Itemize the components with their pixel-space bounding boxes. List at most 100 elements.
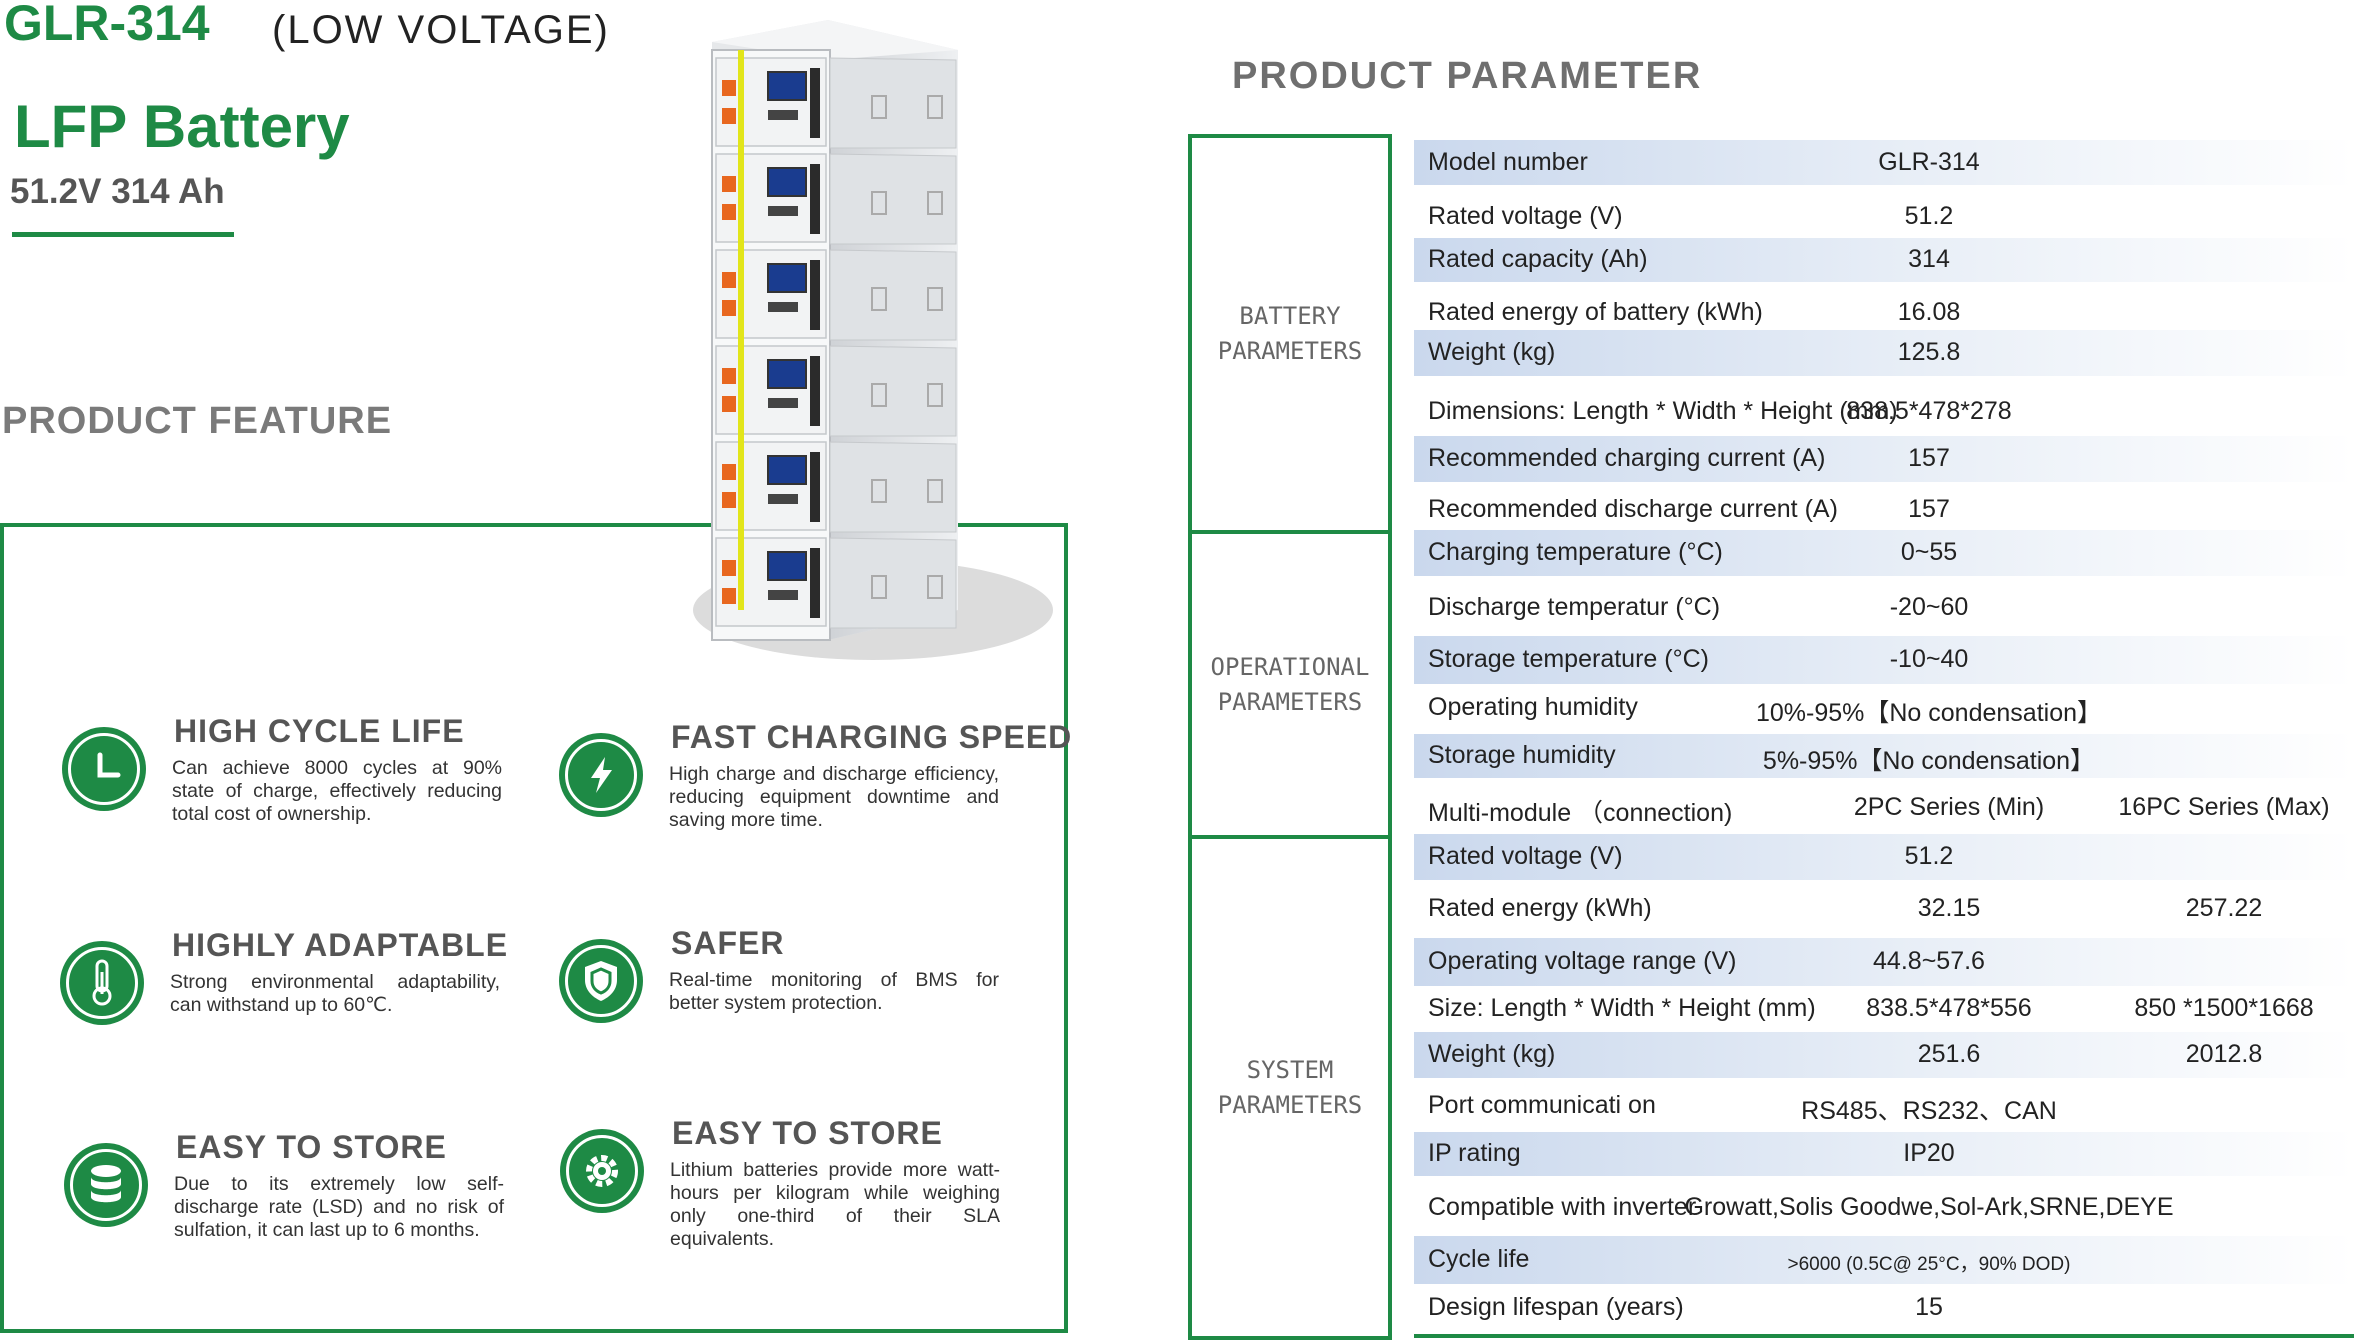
parameter-value: 157	[1908, 495, 1950, 523]
parameter-name: Storage humidity	[1428, 741, 1616, 769]
gear-icon	[560, 1129, 644, 1213]
parameter-name: Rated voltage (V)	[1428, 202, 1623, 230]
parameter-name: Recommended charging current (A)	[1428, 444, 1826, 472]
parameter-value-min: 32.15	[1917, 894, 1981, 922]
spec-underline	[12, 232, 234, 237]
parameter-value: 44.8~57.6	[1873, 947, 1985, 975]
feature-title: HIGHLY ADAPTABLE	[172, 927, 509, 963]
parameter-value: RS485、RS232、CAN	[1801, 1097, 2057, 1125]
parameter-row: Design lifespan (years) 15	[1414, 1286, 2354, 1330]
parameter-name: Compatible with inverter	[1428, 1193, 1697, 1221]
parameter-row: Charging temperature (°C) 0~55	[1414, 530, 2354, 576]
parameter-row: Port communicati on RS485、RS232、CAN	[1414, 1084, 2354, 1128]
parameter-value: IP20	[1903, 1139, 1955, 1167]
parameter-row: Recommended discharge current (A) 157	[1414, 490, 2354, 530]
parameter-name: Operating voltage range (V)	[1428, 947, 1737, 975]
voltage-note: (LOW VOLTAGE)	[272, 8, 610, 52]
parameter-row: Discharge temperatur (°C) -20~60	[1414, 586, 2354, 630]
lightning-icon	[559, 733, 643, 817]
parameter-row: Storage humidity 5%-95%【No condensation】	[1414, 734, 2354, 778]
parameter-name: Cycle life	[1428, 1245, 1530, 1273]
shield-icon	[559, 939, 643, 1023]
battery-type-title: LFP Battery	[14, 93, 350, 160]
parameter-row: Rated voltage (V) 51.2	[1414, 196, 2354, 238]
parameter-name: Port communicati on	[1428, 1091, 1656, 1119]
parameter-name: IP rating	[1428, 1139, 1521, 1167]
parameter-value: 5%-95%【No condensation】	[1762, 747, 2096, 775]
parameter-row: Weight (kg) 125.8	[1414, 330, 2354, 376]
parameter-value: -10~40	[1889, 645, 1969, 673]
parameter-row: Multi-module （connection) 2PC Series (Min…	[1414, 786, 2354, 830]
parameter-row: Storage temperature (°C) -10~40	[1414, 636, 2354, 684]
feature-desc: Due to its extremely low self-discharge …	[174, 1173, 504, 1241]
feature-title: EASY TO STORE	[176, 1129, 447, 1165]
parameter-row: Weight (kg) 251.6 2012.8	[1414, 1032, 2354, 1078]
parameter-value: 51.2	[1904, 842, 1954, 870]
parameter-value: 838.5*478*278	[1846, 397, 2012, 425]
feature-heading: PRODUCT FEATURE	[2, 400, 393, 442]
parameter-value-max: 257.22	[2185, 894, 2263, 922]
feature-desc: Strong environmental adaptability, can w…	[170, 971, 500, 1016]
parameter-value: Growatt,Solis Goodwe,Sol-Ark,SRNE,DEYE	[1684, 1193, 2174, 1221]
parameter-value-max: 850 *1500*1668	[2134, 994, 2314, 1022]
parameter-row: Cycle life >6000 (0.5C@ 25°C，90% DOD)	[1414, 1236, 2354, 1284]
parameter-name: Rated capacity (Ah)	[1428, 245, 1648, 273]
parameter-name: Recommended discharge current (A)	[1428, 495, 1838, 523]
feature-desc: High charge and discharge efficiency, re…	[669, 763, 999, 831]
parameter-value: GLR-314	[1878, 148, 1980, 176]
parameter-value: 0~55	[1900, 538, 1958, 566]
parameter-name: Multi-module （connection)	[1428, 799, 1733, 827]
parameter-heading: PRODUCT PARAMETER	[1232, 55, 1703, 97]
parameter-value-max: 2012.8	[2185, 1040, 2263, 1068]
table-bottom-line	[1414, 1334, 2354, 1338]
parameter-value: -20~60	[1889, 593, 1969, 621]
parameter-name: Size: Length * Width * Height (mm)	[1428, 994, 1816, 1022]
parameter-row: Model number GLR-314	[1414, 140, 2354, 185]
parameter-name: Model number	[1428, 148, 1588, 176]
parameter-name: Operating humidity	[1428, 693, 1638, 721]
feature-desc: Real-time monitoring of BMS for better s…	[669, 969, 999, 1014]
parameter-value: >6000 (0.5C@ 25°C，90% DOD)	[1787, 1254, 2071, 1275]
parameter-row: Size: Length * Width * Height (mm)838.5*…	[1414, 986, 2354, 1032]
battery-rack-image	[693, 20, 1053, 660]
parameter-name: Discharge temperatur (°C)	[1428, 593, 1721, 621]
parameter-row: Recommended charging current (A) 157	[1414, 436, 2354, 482]
feature-desc: Lithium batteries provide more watt-hour…	[670, 1159, 1000, 1250]
parameter-name: Dimensions: Length * Width * Height (mm)	[1428, 397, 1898, 425]
parameter-value: 51.2	[1904, 202, 1954, 230]
parameter-row: Operating voltage range (V) 44.8~57.6	[1414, 938, 2354, 986]
parameter-row: Rated voltage (V) 51.2	[1414, 834, 2354, 880]
feature-title: SAFER	[671, 925, 785, 961]
parameter-name: Storage temperature (°C)	[1428, 645, 1709, 673]
parameter-name: Rated energy of battery (kWh)	[1428, 298, 1763, 326]
parameter-value-min: 251.6	[1917, 1040, 1981, 1068]
parameter-value: 16.08	[1897, 298, 1961, 326]
parameter-value: 15	[1915, 1293, 1943, 1321]
feature-title: HIGH CYCLE LIFE	[174, 713, 465, 749]
feature-box: HIGH CYCLE LIFE Can achieve 8000 cycles …	[0, 523, 1071, 1333]
parameter-row: Operating humidity 10%-95%【No condensatio…	[1414, 686, 2354, 730]
parameter-row: Rated energy of battery (kWh) 16.08	[1414, 296, 2354, 330]
parameter-value: 157	[1908, 444, 1950, 472]
parameter-value-min: 2PC Series (Min)	[1853, 793, 2045, 821]
parameter-name: Charging temperature (°C)	[1428, 538, 1723, 566]
parameter-name: Rated voltage (V)	[1428, 842, 1623, 870]
clock-icon	[62, 727, 146, 811]
feature-title: EASY TO STORE	[672, 1115, 943, 1151]
feature-title: FAST CHARGING SPEED	[671, 719, 1073, 755]
parameter-value: 125.8	[1897, 338, 1961, 366]
parameter-row: Dimensions: Length * Width * Height (mm)…	[1414, 392, 2354, 432]
model-title: GLR-314	[4, 0, 210, 51]
parameter-name: Weight (kg)	[1428, 338, 1556, 366]
parameter-row: Rated capacity (Ah) 314	[1414, 238, 2354, 282]
battery-spec: 51.2V 314 Ah	[10, 172, 225, 211]
feature-desc: Can achieve 8000 cycles at 90% state of …	[172, 757, 502, 825]
parameter-name: Weight (kg)	[1428, 1040, 1556, 1068]
parameter-value: 10%-95%【No condensation】	[1755, 699, 2103, 727]
parameter-value: 314	[1908, 245, 1950, 273]
parameter-name: Design lifespan (years)	[1428, 1293, 1684, 1321]
